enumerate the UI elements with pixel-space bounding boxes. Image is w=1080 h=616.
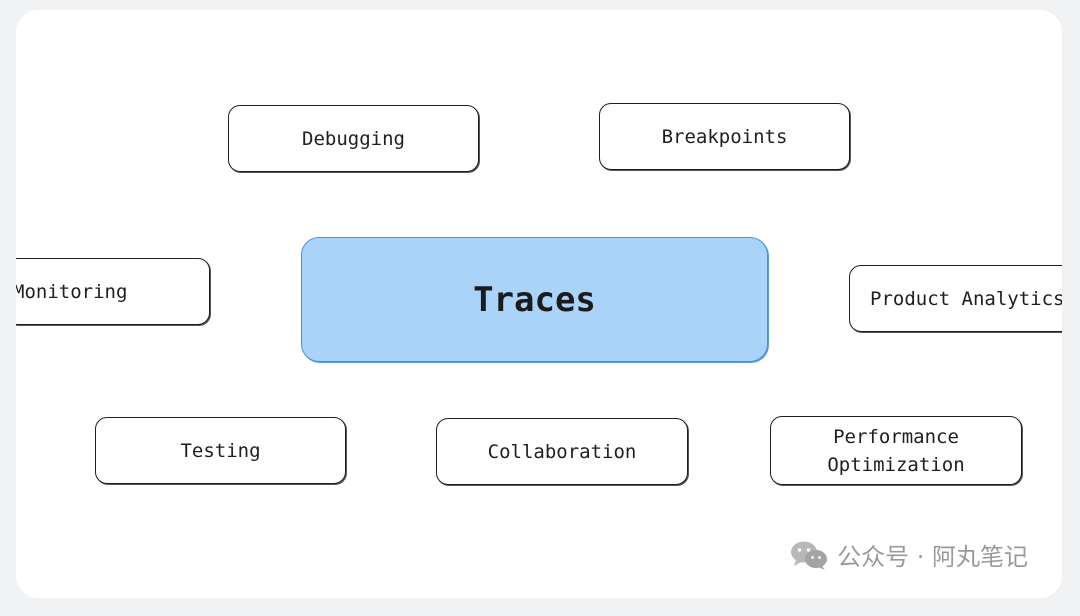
node-traces-center: Traces [301,237,768,362]
watermark-text: 公众号 · 阿丸笔记 [837,543,1028,571]
node-monitoring: Monitoring [16,258,210,325]
node-breakpoints: Breakpoints [599,103,850,170]
node-testing: Testing [95,417,346,484]
wechat-icon [791,541,828,570]
node-performance-optimization: Performance Optimization [770,416,1022,485]
node-performance-line-2: Optimization [827,453,965,476]
node-product-analytics: Product Analytics [849,265,1062,332]
node-performance-line-1: Performance [833,425,959,448]
node-debugging: Debugging [228,105,479,172]
node-collaboration: Collaboration [436,418,688,485]
diagram-canvas: Debugging Breakpoints Monitoring Traces … [16,10,1062,598]
watermark: 公众号 · 阿丸笔记 [789,537,1028,572]
